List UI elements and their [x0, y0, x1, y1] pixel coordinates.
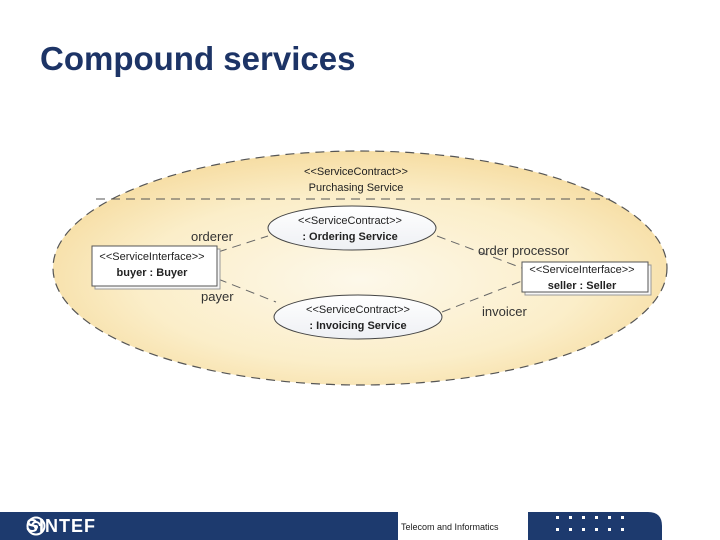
slide-title: Compound services: [40, 40, 356, 77]
seller-interface[interactable]: <<ServiceInterface>> seller : Seller: [521, 261, 652, 296]
footer-dots: [556, 516, 624, 531]
sintef-logo: SINTEF: [26, 516, 96, 536]
invoicing-service[interactable]: <<ServiceContract>> : Invoicing Service: [273, 294, 443, 340]
role-payer: payer: [201, 289, 234, 304]
buyer-stereotype: <<ServiceInterface>>: [99, 251, 204, 263]
connectors: [217, 235, 523, 313]
footer: SINTEF Telecom and Informatics: [0, 512, 720, 540]
footer-department: Telecom and Informatics: [401, 522, 499, 532]
service-diagram: <<ServiceContract>> Purchasing Service <…: [52, 150, 668, 386]
purchasing-stereotype: <<ServiceContract>>: [304, 166, 408, 178]
ordering-stereotype: <<ServiceContract>>: [298, 215, 402, 227]
buyer-name: buyer : Buyer: [117, 267, 189, 279]
invoicing-name: : Invoicing Service: [309, 320, 406, 332]
role-order-processor: order processor: [478, 243, 570, 258]
ordering-name: : Ordering Service: [302, 231, 397, 243]
role-orderer: orderer: [191, 229, 234, 244]
seller-name: seller : Seller: [548, 280, 617, 292]
ordering-service[interactable]: <<ServiceContract>> : Ordering Service: [267, 205, 437, 251]
invoicing-stereotype: <<ServiceContract>>: [306, 304, 410, 316]
seller-stereotype: <<ServiceInterface>>: [529, 264, 634, 276]
footer-bar: [0, 512, 662, 540]
connector-buyer-invoicing: [217, 278, 277, 303]
purchasing-service-ellipse: [52, 150, 668, 386]
role-invoicer: invoicer: [482, 304, 527, 319]
connector-ordering-seller: [436, 235, 523, 269]
connector-buyer-ordering: [217, 235, 269, 253]
buyer-interface[interactable]: <<ServiceInterface>> buyer : Buyer: [91, 245, 221, 290]
sintef-logo-icon: [26, 516, 46, 536]
purchasing-name: Purchasing Service: [309, 182, 404, 194]
